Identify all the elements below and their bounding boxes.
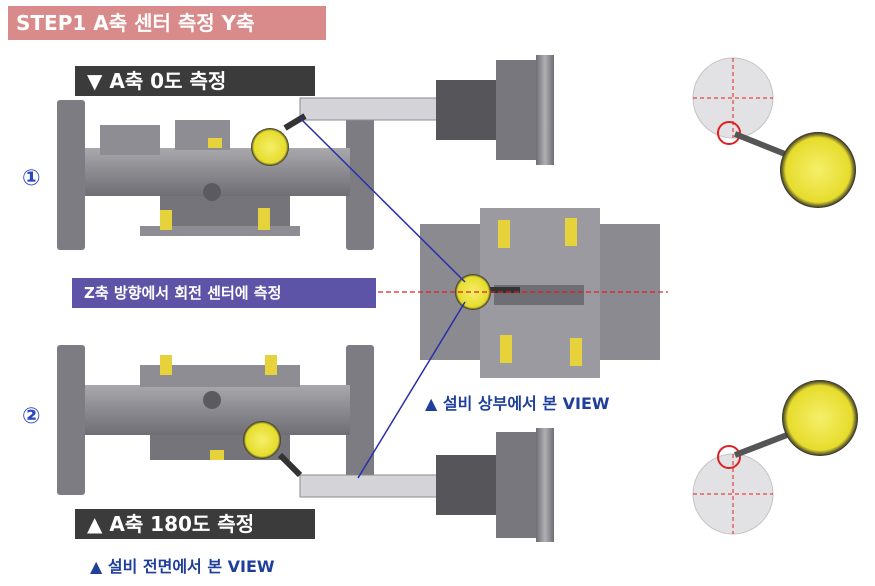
- top-spindle: [299, 55, 554, 165]
- center-top-view: [420, 208, 660, 378]
- front-view-caption: ▲ 설비 전면에서 본 VIEW: [90, 557, 275, 576]
- top-fixture: [57, 100, 374, 250]
- step-marker-1: ①: [22, 166, 41, 191]
- top-view-label: ▼ A축 0도 측정: [75, 66, 315, 96]
- center-measure-label: Z축 방향에서 회전 센터에 측정: [72, 278, 376, 308]
- bottom-right-detail: [692, 380, 858, 535]
- connector-line-top: [299, 117, 466, 283]
- top-view-caption: ▲ 설비 상부에서 본 VIEW: [425, 394, 610, 413]
- top-gauge: [251, 113, 307, 166]
- connector-line-bottom: [357, 301, 466, 479]
- bottom-view-label: ▲ A축 180도 측정: [75, 509, 315, 539]
- step-marker-2: ②: [22, 404, 41, 429]
- bottom-fixture: [57, 345, 374, 495]
- bottom-gauge: [243, 421, 303, 478]
- page-title: STEP1 A축 센터 측정 Y축: [8, 6, 326, 40]
- top-right-detail: [692, 57, 856, 208]
- bottom-spindle: [299, 428, 554, 542]
